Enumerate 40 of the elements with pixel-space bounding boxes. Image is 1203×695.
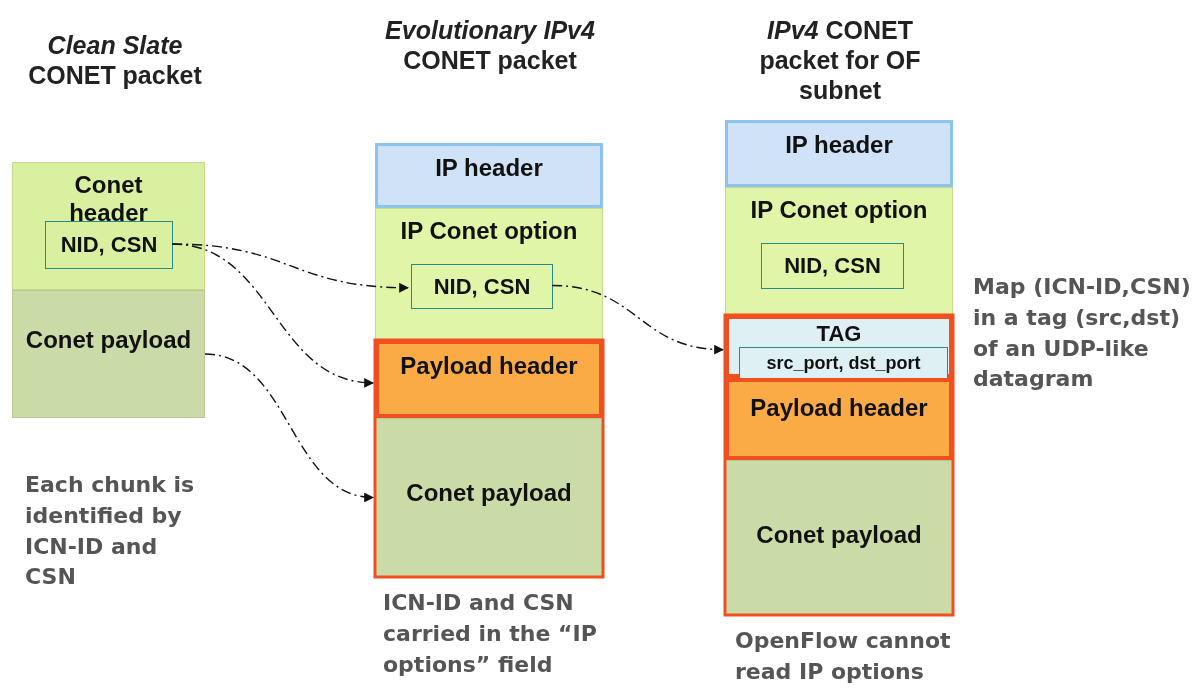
block-title: TAG xyxy=(816,321,862,347)
field-text: NID, CSN xyxy=(60,232,158,258)
field-box xyxy=(761,243,904,289)
header-block xyxy=(375,143,603,208)
packet-heading: Clean Slate CONET packet xyxy=(27,30,203,90)
field-box xyxy=(45,221,173,269)
block-title: Payload header xyxy=(400,352,578,380)
field-box xyxy=(739,347,948,379)
packet-heading: Evolutionary IPv4 CONET packet xyxy=(384,15,596,75)
payload-block xyxy=(725,460,953,615)
annotation-text: Map (ICN-ID,CSN) in a tag (src,dst) of an UDP-like datagram xyxy=(973,273,1192,394)
block-title: Conet payload xyxy=(756,521,922,549)
block-title: IP Conet option xyxy=(750,196,928,224)
annotation-text: Each chunk is identified by ICN-ID and CSN xyxy=(25,471,196,592)
dashed-arrow xyxy=(551,284,724,354)
header-block xyxy=(725,120,953,187)
option-block xyxy=(375,208,603,340)
block-title: Conet payload xyxy=(25,326,192,354)
block-title: Conet header xyxy=(68,171,149,227)
header-block xyxy=(12,162,205,290)
block-title: IP header xyxy=(785,131,893,159)
option-block xyxy=(725,187,953,315)
block-title: Payload header xyxy=(750,394,928,422)
packet-heading: IPv4 CONET packet for OF subnet xyxy=(758,15,922,105)
dashed-arrow xyxy=(204,353,374,502)
payload-block xyxy=(375,418,603,577)
field-text: NID, CSN xyxy=(433,273,531,300)
payload-block xyxy=(12,290,205,418)
annotation-text: ICN-ID and CSN carried in the “IP options” field xyxy=(383,589,598,679)
block-title: IP header xyxy=(435,154,543,182)
block-title: Conet payload xyxy=(406,479,572,507)
annotation-text: OpenFlow cannot read IP options xyxy=(735,627,952,686)
field-box xyxy=(411,264,553,309)
field-text: src_port, dst_port xyxy=(766,352,921,374)
dashed-arrow xyxy=(171,243,374,387)
block-title: IP Conet option xyxy=(400,217,578,245)
tag-block xyxy=(725,315,953,378)
field-text: NID, CSN xyxy=(784,253,881,279)
header-block xyxy=(375,340,603,418)
header-block xyxy=(725,378,953,460)
